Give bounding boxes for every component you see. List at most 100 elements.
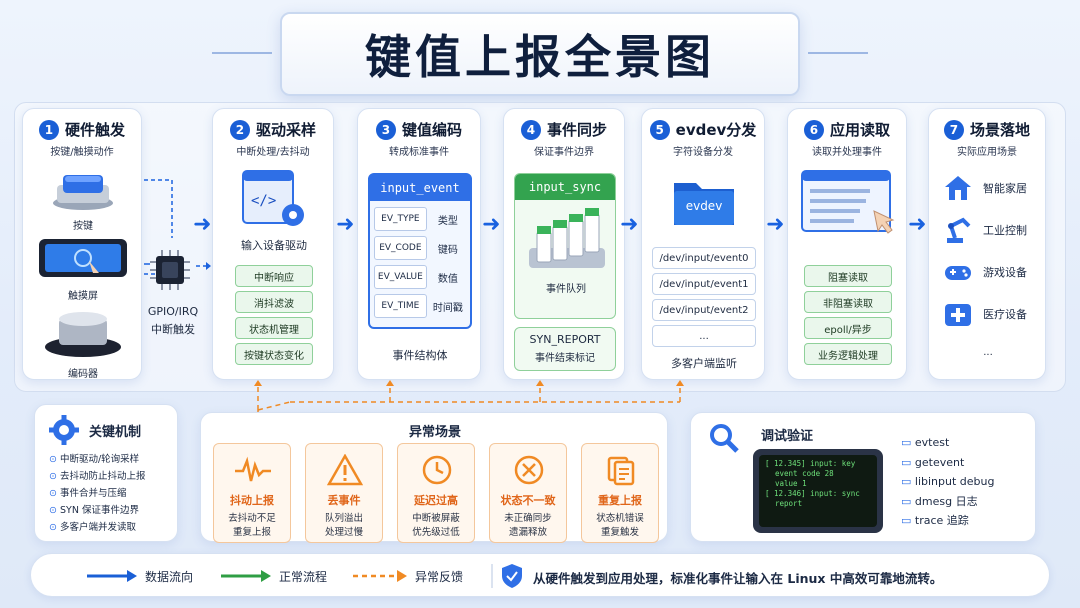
field-name: EV_VALUE bbox=[374, 265, 427, 289]
scene-label: 游戏设备 bbox=[983, 266, 1027, 279]
encoder-knob-icon bbox=[43, 309, 123, 359]
stage-title: 键值编码 bbox=[401, 121, 462, 139]
item-touchscreen: 触摸屏 bbox=[68, 291, 98, 302]
stage-subtitle: 读取并处理事件 bbox=[812, 147, 882, 158]
debug-tool: dmesg 日志 bbox=[914, 494, 978, 508]
field-desc: 数值 bbox=[437, 273, 458, 285]
field-name: EV_TIME bbox=[374, 294, 427, 318]
syn-report-name: SYN_REPORT bbox=[529, 333, 601, 346]
step-number: 2 bbox=[229, 119, 250, 140]
page-title: 键值上报全景图 bbox=[365, 30, 715, 84]
flow-arrow-1-2: ➜ bbox=[193, 212, 212, 237]
stage-subtitle: 保证事件边界 bbox=[534, 147, 594, 158]
key-mechanism-title: 关键机制 bbox=[89, 425, 142, 440]
anomaly-card-title: 延迟过高 bbox=[414, 494, 458, 507]
step-number: 7 bbox=[943, 119, 964, 140]
chip-label-irq: 中断触发 bbox=[151, 323, 195, 336]
item-key: 按键 bbox=[73, 221, 93, 232]
debug-tool: getevent bbox=[914, 455, 965, 469]
stage-subtitle: 按键/触摸动作 bbox=[50, 147, 114, 158]
robot-arm-icon bbox=[947, 217, 971, 243]
pill-epoll-async: epoll/异步 bbox=[804, 317, 892, 339]
scene-smart-home: 智能家居 bbox=[943, 173, 1043, 203]
copy-icon bbox=[601, 452, 641, 488]
app-window-icon bbox=[800, 169, 896, 239]
legend-data-flow: 数据流向 bbox=[145, 570, 194, 584]
shield-icon bbox=[502, 564, 522, 588]
green-arrow-icon bbox=[221, 570, 271, 582]
item-encoder: 编码器 bbox=[68, 369, 98, 380]
check-icon: ⊙ bbox=[49, 488, 60, 499]
anomaly-title: 异常场景 bbox=[408, 425, 461, 440]
dev-path: /dev/input/event2 bbox=[652, 299, 756, 321]
pill-state-machine: 状态机管理 bbox=[235, 317, 313, 339]
debug-tool-list: ▭ evtest ▭ getevent ▭ libinput debug ▭ d… bbox=[901, 433, 994, 531]
terminal-icon: ▭ bbox=[901, 436, 915, 449]
field-name: EV_CODE bbox=[374, 236, 427, 260]
pill-business-logic: 业务逻辑处理 bbox=[804, 343, 892, 365]
terminal-line: [ 12.345] input: key bbox=[765, 459, 856, 468]
home-icon bbox=[945, 176, 971, 200]
chip-icon bbox=[150, 250, 190, 290]
stage-title: 硬件触发 bbox=[64, 121, 125, 139]
terminal-line: report bbox=[775, 499, 803, 508]
stage-subtitle: 字符设备分发 bbox=[673, 147, 733, 158]
pill-blocking-read: 阻塞读取 bbox=[804, 265, 892, 287]
medical-cross-icon bbox=[945, 304, 971, 326]
anomaly-card-desc: 遗漏释放 bbox=[508, 527, 547, 538]
struct-footer: 事件结构体 bbox=[392, 349, 448, 362]
flow-arrow-3-4: ➜ bbox=[482, 212, 501, 237]
flow-arrow-4-5: ➜ bbox=[620, 212, 639, 237]
step-number: 5 bbox=[649, 119, 670, 140]
syn-report-box: SYN_REPORT 事件结束标记 bbox=[514, 327, 616, 371]
evdev-folder-icon: evdev bbox=[670, 173, 738, 229]
flow-arrow-2-3: ➜ bbox=[336, 212, 355, 237]
scene-label: 智能家居 bbox=[983, 182, 1027, 195]
step-number: 4 bbox=[520, 119, 541, 140]
svg-text:</>: </> bbox=[251, 193, 276, 209]
orange-dashed-arrow-icon bbox=[353, 570, 407, 582]
terminal-line: [ 12.346] input: sync bbox=[765, 489, 860, 498]
anomaly-card-jitter: 抖动上报 去抖动不足 重复上报 bbox=[213, 443, 291, 543]
anomaly-card-desc: 中断被屏蔽 bbox=[412, 513, 460, 524]
legend-bar: 数据流向 正常流程 异常反馈 从硬件触发到应用处理，标准化事件让输入在 Linu… bbox=[30, 553, 1050, 597]
scene-more: ... bbox=[983, 347, 993, 358]
anomaly-card-desc: 处理过慢 bbox=[324, 527, 363, 538]
anomaly-card-desc: 未正确同步 bbox=[504, 513, 552, 524]
scene-gaming: 游戏设备 bbox=[943, 257, 1043, 287]
terminal-line: event code 28 bbox=[775, 469, 834, 478]
anomaly-card-desc: 重复触发 bbox=[600, 527, 639, 538]
key-mechanism-panel: 关键机制 ⊙ 中断驱动/轮询采样 ⊙ 去抖动防止抖动上报 ⊙ 事件合并与压缩 ⊙… bbox=[34, 404, 178, 542]
trace-icon: ▭ bbox=[901, 514, 915, 527]
abnormal-feedback-lines bbox=[254, 380, 684, 416]
legend-divider bbox=[491, 564, 493, 588]
dev-path: /dev/input/event0 bbox=[652, 247, 756, 269]
anomaly-card-desc: 重复上报 bbox=[232, 527, 271, 538]
terminal-monitor: [ 12.345] input: key event code 28 value… bbox=[753, 449, 883, 533]
gamepad-icon bbox=[945, 266, 971, 280]
anomaly-card-desc: 去抖动不足 bbox=[228, 513, 276, 524]
anomaly-card-desc: 队列溢出 bbox=[324, 513, 363, 524]
legend-summary: 从硬件触发到应用处理，标准化事件让输入在 Linux 中高效可靠地流转。 bbox=[533, 571, 943, 586]
flow-arrow-5-6: ➜ bbox=[766, 212, 785, 237]
legend-normal: 正常流程 bbox=[279, 570, 328, 584]
terminal-line: value 1 bbox=[775, 479, 807, 488]
event-queue-icon bbox=[525, 208, 607, 274]
pill-nonblocking-read: 非阻塞读取 bbox=[804, 291, 892, 313]
pill-key-state-change: 按键状态变化 bbox=[235, 343, 313, 365]
stage-subtitle: 中断处理/去抖动 bbox=[236, 147, 310, 158]
step-number: 6 bbox=[803, 119, 824, 140]
magnifier-icon bbox=[709, 423, 739, 453]
scene-label: 工业控制 bbox=[983, 224, 1027, 237]
mechanism-item: SYN 保证事件边界 bbox=[59, 505, 139, 516]
queue-label: 事件队列 bbox=[546, 284, 586, 295]
chip-label-gpio: GPIO/IRQ bbox=[147, 305, 199, 318]
mechanism-item: 中断驱动/轮询采样 bbox=[59, 454, 140, 465]
debug-tool: trace 追踪 bbox=[914, 514, 969, 527]
check-icon: ⊙ bbox=[49, 505, 60, 516]
stage-title: evdev分发 bbox=[675, 121, 757, 139]
